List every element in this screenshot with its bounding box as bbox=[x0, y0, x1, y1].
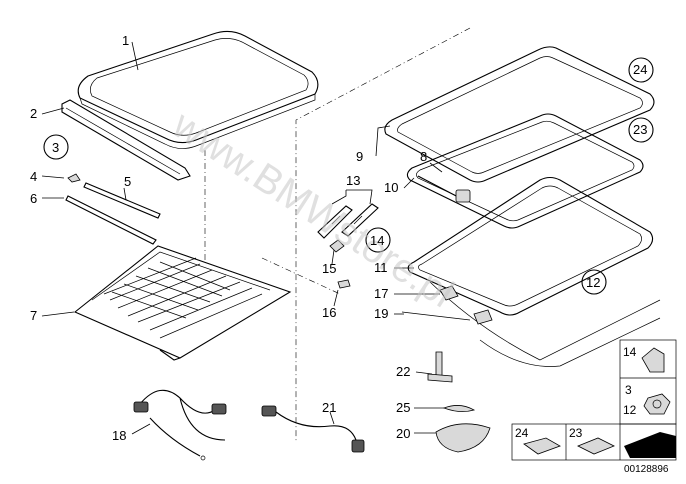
label-part-20: 20 bbox=[396, 426, 410, 441]
lower-frame-part bbox=[407, 176, 661, 367]
label-part-13: 13 bbox=[346, 173, 360, 188]
legend-part24-icon bbox=[523, 437, 561, 455]
legend-clip-icon bbox=[641, 347, 665, 373]
roller-blind-part bbox=[73, 245, 292, 361]
part-labels: 1 2 3 4 5 6 7 8 9 10 11 12 13 14 15 16 1… bbox=[30, 33, 647, 443]
fittings-17-19 bbox=[401, 285, 493, 325]
wind-deflector-part bbox=[61, 99, 191, 181]
leader-lines bbox=[41, 41, 444, 435]
label-part-25: 25 bbox=[396, 400, 410, 415]
cover-part-25 bbox=[442, 405, 476, 412]
label-part-7: 7 bbox=[30, 308, 37, 323]
legend-label-12: 12 bbox=[623, 403, 637, 417]
label-part-5: 5 bbox=[124, 174, 131, 189]
legend-label-24: 24 bbox=[515, 426, 529, 440]
watermark-text: www.BMWstore.pl bbox=[164, 102, 461, 316]
cable-part-21 bbox=[261, 405, 365, 453]
label-part-18: 18 bbox=[112, 428, 126, 443]
seal-frame-part bbox=[406, 113, 644, 229]
label-part-1: 1 bbox=[122, 33, 129, 48]
document-number: 00128896 bbox=[624, 464, 669, 475]
cable-part-18 bbox=[133, 389, 227, 461]
legend-label-14: 14 bbox=[623, 345, 637, 359]
legend-nut-icon bbox=[643, 393, 671, 415]
frame-part-9 bbox=[384, 46, 655, 183]
label-part-15: 15 bbox=[322, 261, 336, 276]
guide-lines bbox=[204, 27, 471, 442]
label-part-22: 22 bbox=[396, 364, 410, 379]
guide-rods bbox=[65, 182, 161, 245]
bracket-part-22 bbox=[427, 351, 453, 383]
label-part-10: 10 bbox=[384, 180, 398, 195]
label-part-6: 6 bbox=[30, 191, 37, 206]
label-part-23: 23 bbox=[633, 122, 647, 137]
label-part-16: 16 bbox=[322, 305, 336, 320]
label-part-3: 3 bbox=[52, 140, 59, 155]
label-part-17: 17 bbox=[374, 286, 388, 301]
label-part-24: 24 bbox=[633, 62, 647, 77]
mechanism-parts bbox=[317, 203, 379, 289]
glass-lid-part bbox=[77, 30, 319, 149]
legend-panel: 14 3 12 24 23 00128896 bbox=[511, 339, 677, 475]
label-part-19: 19 bbox=[374, 306, 388, 321]
label-part-14: 14 bbox=[370, 233, 384, 248]
label-part-4: 4 bbox=[30, 169, 37, 184]
legend-wedge-icon bbox=[624, 432, 676, 458]
label-part-21: 21 bbox=[322, 400, 336, 415]
label-part-8: 8 bbox=[420, 149, 427, 164]
label-part-2: 2 bbox=[30, 106, 37, 121]
circle-callouts bbox=[43, 57, 654, 295]
label-part-11: 11 bbox=[374, 260, 388, 275]
handle-part-20 bbox=[435, 423, 491, 453]
legend-label-23: 23 bbox=[569, 426, 583, 440]
clip-part-4 bbox=[67, 173, 81, 183]
legend-label-3: 3 bbox=[625, 383, 632, 397]
legend-part23-icon bbox=[577, 437, 615, 455]
label-part-12: 12 bbox=[586, 275, 600, 290]
label-part-9: 9 bbox=[356, 149, 363, 164]
